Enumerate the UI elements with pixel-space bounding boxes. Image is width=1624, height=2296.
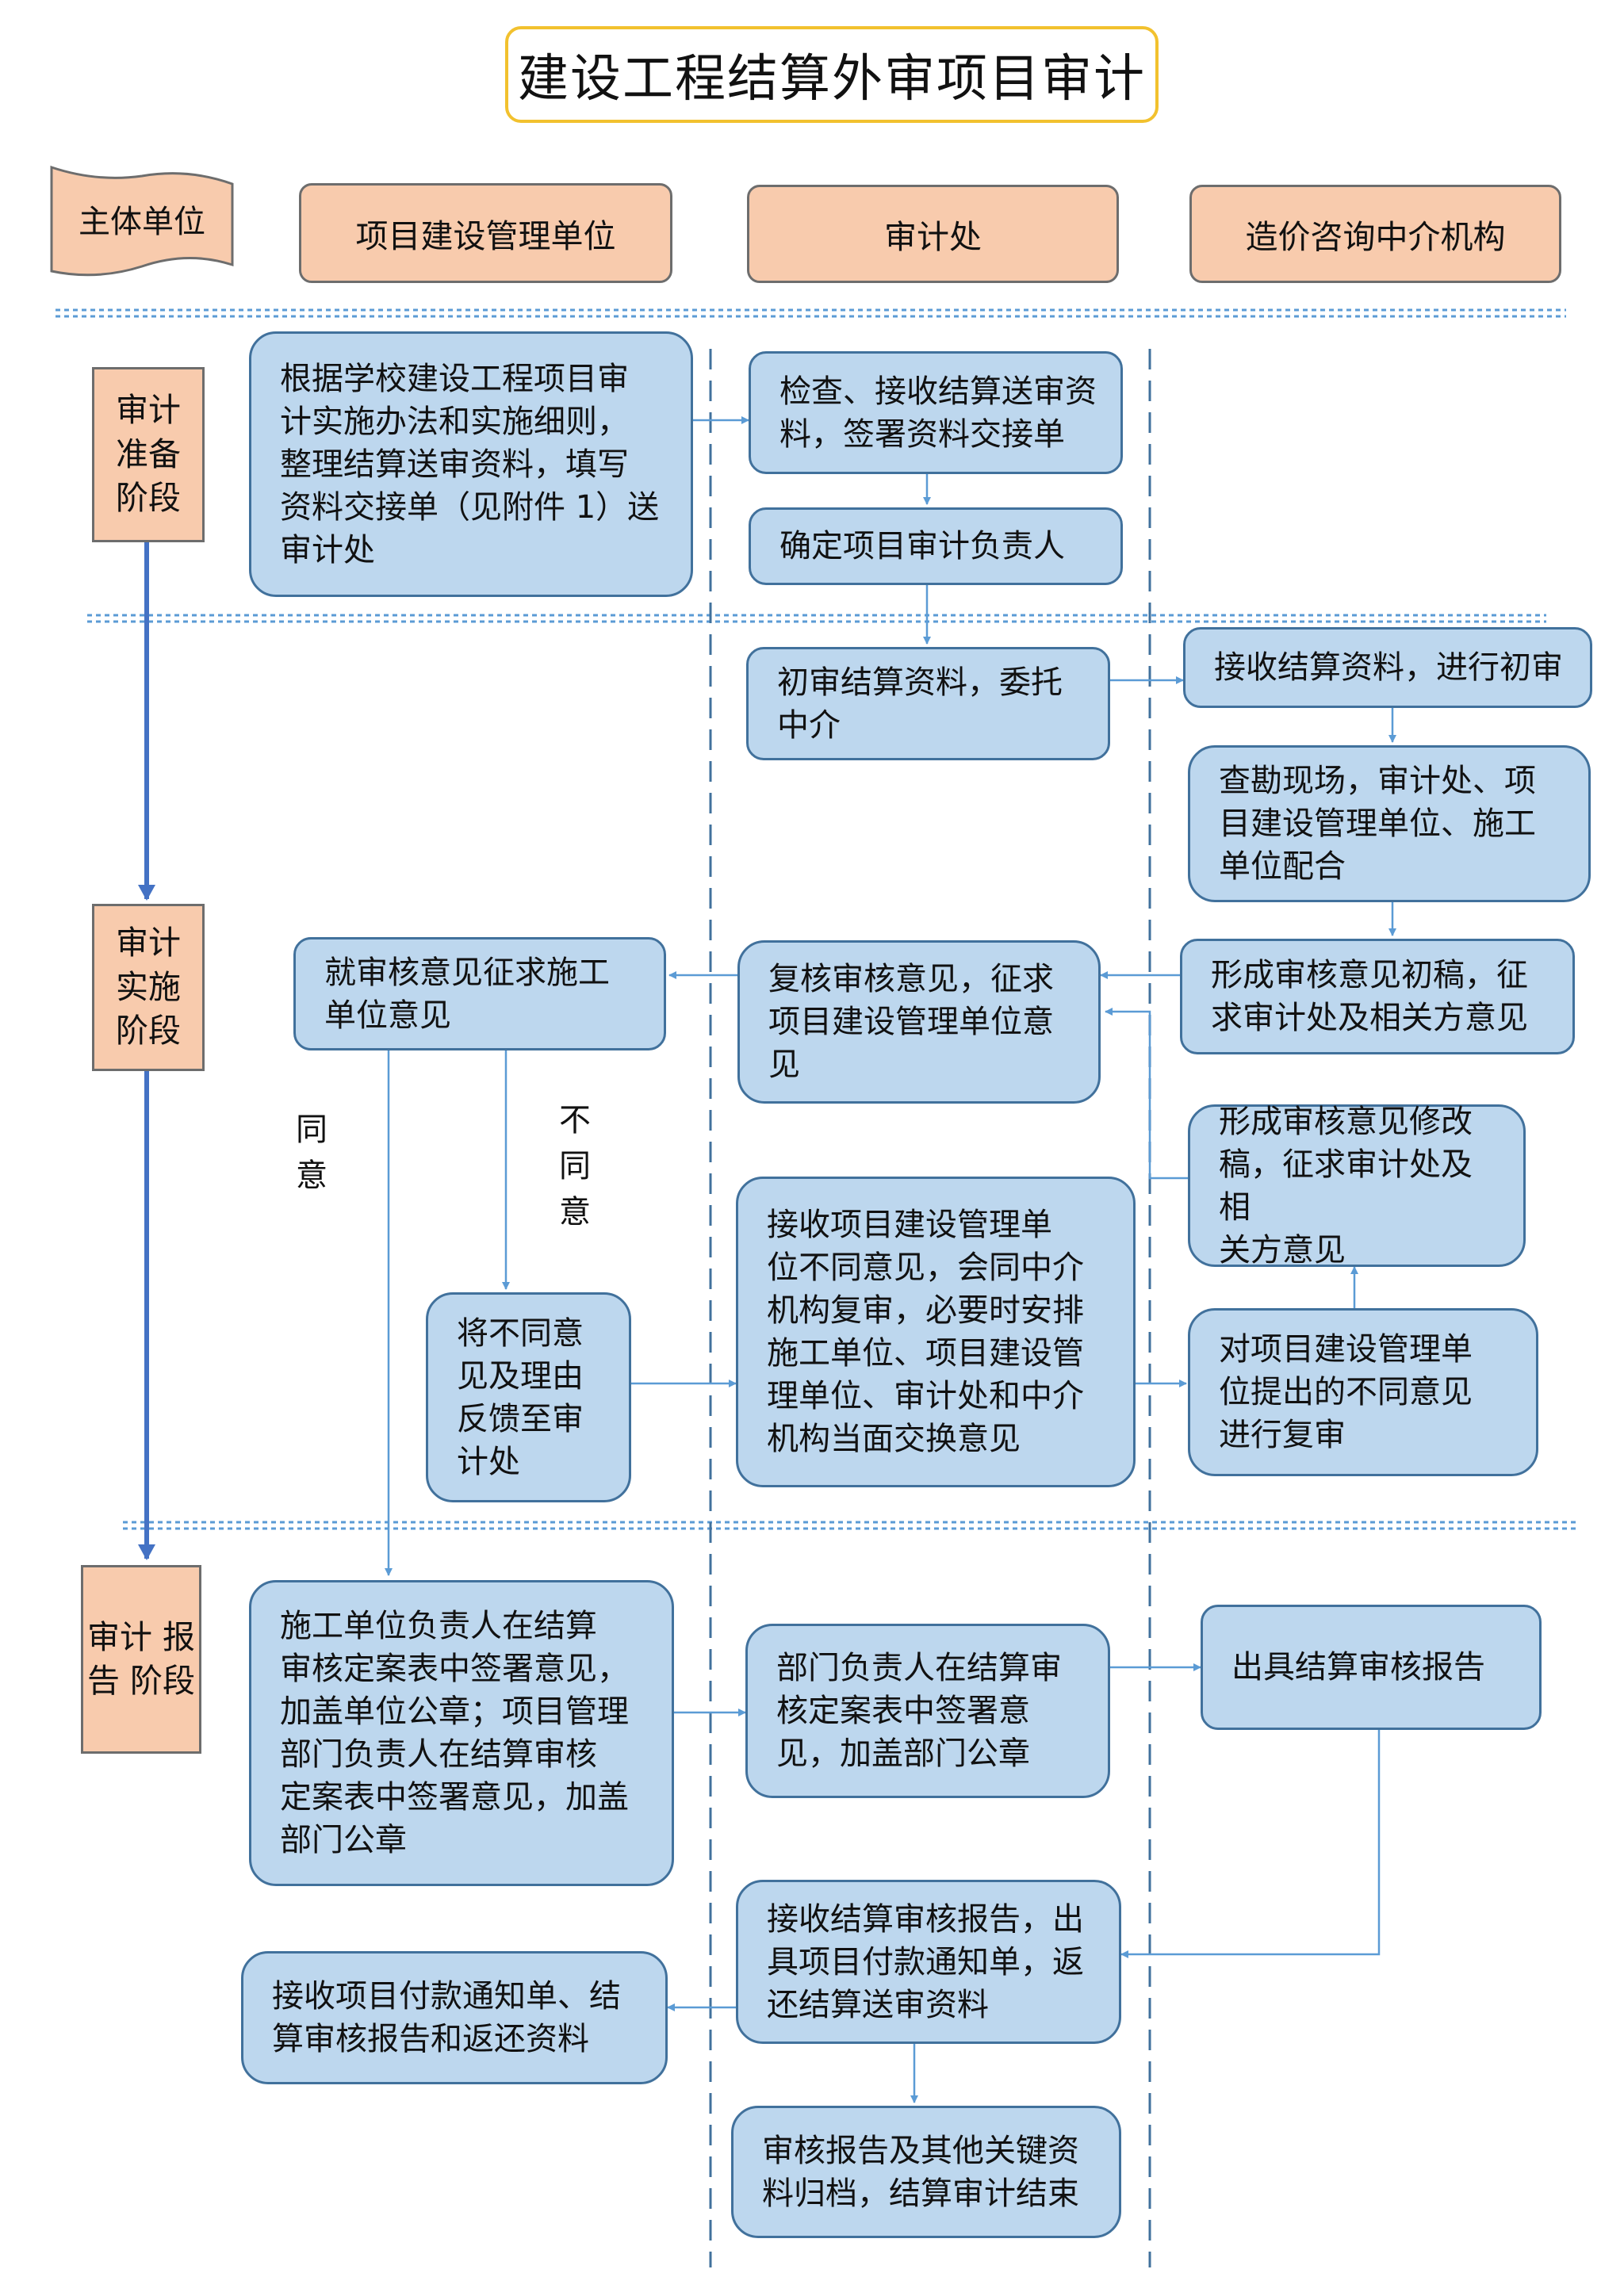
box-check-receive: 检查、接收结算送审资 料，签署资料交接单 — [749, 351, 1123, 474]
box-prepare-submission: 根据学校建设工程项目审 计实施办法和实施细则， 整理结算送审资料，填写 资料交接… — [249, 331, 693, 597]
box-draft-opinion: 形成审核意见初稿，征 求审计处及相关方意见 — [1180, 939, 1575, 1054]
header-consulting-agency: 造价咨询中介机构 — [1189, 185, 1561, 283]
box-revised-opinion: 形成审核意见修改 稿，征求审计处及相 关方意见 — [1188, 1104, 1526, 1269]
box-initial-review: 初审结算资料，委托 中介 — [746, 647, 1110, 760]
box-site-survey: 查勘现场，审计处、项 目建设管理单位、施工 单位配合 — [1188, 745, 1591, 902]
box-solicit-contractor: 就审核意见征求施工 单位意见 — [293, 937, 666, 1050]
subject-banner: 主体单位 — [49, 165, 235, 282]
box-feedback-disagreement: 将不同意 见及理由 反馈至审 计处 — [426, 1292, 631, 1502]
box-recheck-opinion: 复核审核意见，征求 项目建设管理单位意 见 — [737, 940, 1101, 1104]
label-agree: 同 意 — [296, 1112, 327, 1194]
stage-implement: 审计 实施 阶段 — [92, 904, 205, 1071]
box-receive-report: 接收结算审核报告，出 具项目付款通知单，返 还结算送审资料 — [736, 1880, 1121, 2044]
box-archive: 审核报告及其他关键资 料归档，结算审计结束 — [731, 2106, 1121, 2238]
wave-banner-shape — [50, 165, 234, 277]
box-receive-notice: 接收项目付款通知单、结 算审核报告和返还资料 — [241, 1951, 668, 2084]
box-issue-report: 出具结算审核报告 — [1201, 1605, 1542, 1730]
header-audit-office: 审计处 — [747, 185, 1119, 283]
box-re-review: 对项目建设管理单 位提出的不同意见 进行复审 — [1188, 1308, 1538, 1476]
flow-arrows — [385, 416, 1396, 2103]
subject-label: 主体单位 — [79, 204, 205, 240]
stage-separators — [56, 308, 1578, 1530]
stage-prepare: 审计 准备 阶段 — [92, 367, 205, 542]
box-joint-review: 接收项目建设管理单 位不同意见，会同中介 机构复审，必要时安排 施工单位、项目建… — [736, 1177, 1136, 1487]
stage-report: 审计 报告 阶段 — [81, 1565, 201, 1754]
label-disagree: 不 同 意 — [559, 1102, 591, 1230]
box-sign-unit: 施工单位负责人在结算 审核定案表中签署意见， 加盖单位公章；项目管理 部门负责人… — [249, 1580, 674, 1886]
box-receive-initial: 接收结算资料，进行初审 — [1183, 627, 1592, 708]
page-title: 建设工程结算外审项目审计 — [505, 26, 1159, 123]
box-sign-department: 部门负责人在结算审 核定案表中签署意 见，加盖部门公章 — [745, 1624, 1110, 1798]
header-project-unit: 项目建设管理单位 — [299, 183, 672, 283]
lane-dividers — [709, 349, 1151, 2267]
box-assign-auditor: 确定项目审计负责人 — [749, 507, 1123, 585]
